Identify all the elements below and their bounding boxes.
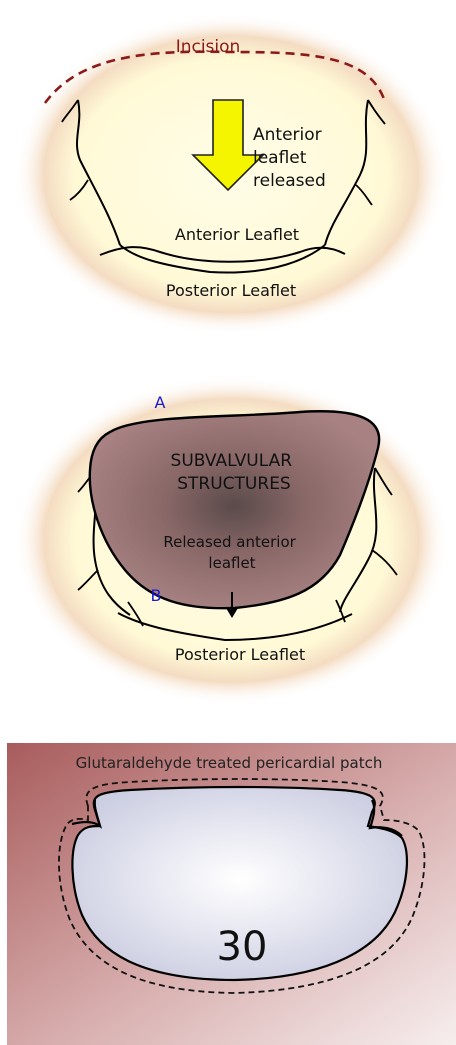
released-leaflet-line-1: Released anterior: [163, 533, 296, 551]
point-a-label: A: [155, 393, 166, 412]
arrow-label-line-1: Anterior: [253, 125, 322, 145]
panel-3: Glutaraldehyde treated pericardial patch…: [7, 743, 456, 1045]
posterior-leaflet-label: Posterior Leaflet: [175, 645, 305, 664]
point-b-label: B: [151, 586, 162, 605]
arrow-label-line-3: released: [253, 171, 326, 191]
arrow-label-line-2: leaflet: [253, 148, 307, 168]
patch-label: Glutaraldehyde treated pericardial patch: [76, 754, 383, 772]
released-leaflet-line-2: leaflet: [208, 554, 255, 572]
anterior-leaflet-label: Anterior Leaflet: [175, 225, 299, 244]
patch-size-label: 30: [217, 924, 268, 970]
subvalvular-label-line-1: SUBVALVULAR: [171, 451, 293, 471]
panel-2: A B SUBVALVULAR STRUCTURES Released ante…: [14, 376, 450, 705]
subvalvular-label-line-2: STRUCTURES: [177, 474, 290, 494]
posterior-leaflet-label: Posterior Leaflet: [166, 281, 296, 300]
incision-label: Incision: [176, 37, 241, 57]
panel-1: Incision Anterior leaflet released Anter…: [14, 14, 449, 335]
